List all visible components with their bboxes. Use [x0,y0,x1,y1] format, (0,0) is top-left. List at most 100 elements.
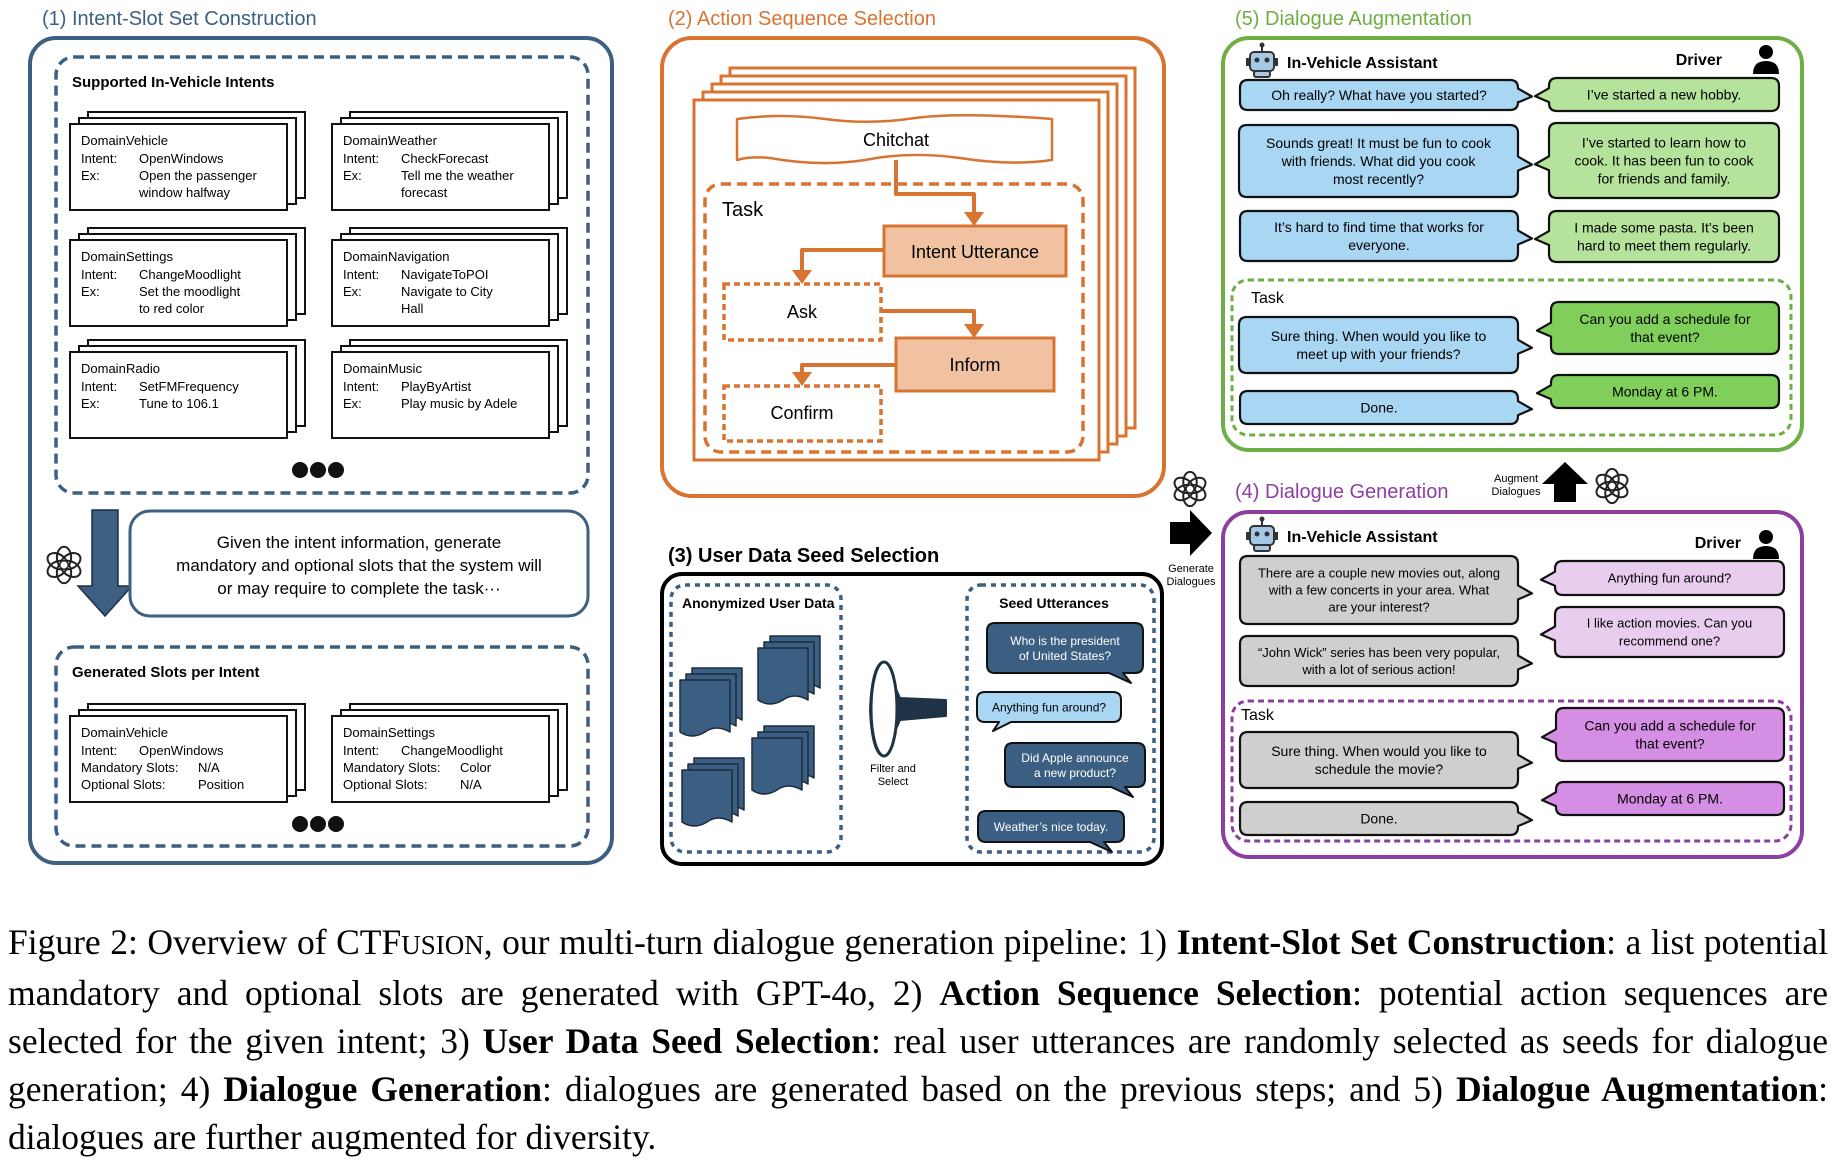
augment-dialogues-label: Dialogues [1492,486,1541,498]
intent-example-value: Play music by Adele [401,396,517,411]
arrow-head [792,372,812,386]
caption-name-rest: USION [401,930,484,960]
inform-box [894,336,1056,393]
caption-name-c: CTF [336,922,402,962]
bubble-text: Done. [1360,811,1397,827]
driver-bubble [1533,76,1781,113]
driver-label: Driver [1676,52,1722,69]
intent-card [331,123,550,211]
driver-bubble [1539,605,1786,659]
bubble-text: with a lot of serious action! [1301,662,1455,677]
intent-name-key: Intent: [343,267,379,282]
filter-select-label: Select [878,776,909,788]
slot-domain-key: Domain: [81,725,129,740]
bubble-text: everyone. [1348,237,1409,253]
robot-icon [1246,42,1278,78]
seed-bubble [1004,742,1146,798]
bubble-text: Monday at 6 PM. [1617,791,1723,807]
bubble-text: schedule the movie? [1315,761,1444,777]
section-title-3: (3) User Data Seed Selection [668,545,939,567]
down-arrow [76,509,134,618]
intent-domain-value: Weather [388,133,438,148]
inform-to-confirm-connector [800,363,896,374]
intent-example-value: forecast [401,185,448,200]
driver-label: Driver [1695,535,1741,552]
intent-example-value: Hall [401,301,424,316]
bubble-text: cook. It has been fun to cook [1574,153,1754,169]
chitchat-to-intent-connector [894,160,976,214]
figure-caption: Figure 2: Overview of CTFUSION, our mult… [8,918,1828,1161]
bubble-text: There are a couple new movies out, along [1258,566,1500,581]
generate-dialogues-label: Generate [1168,563,1214,575]
intent-example-value: Open the passenger [139,168,257,183]
person-icon [1753,45,1779,74]
bubble-text: Monday at 6 PM. [1612,384,1718,400]
intent-to-ask-connector [800,248,884,272]
generate-arrow [1170,510,1212,556]
section-title-5: (5) Dialogue Augmentation [1235,8,1472,30]
seed-text: Who is the president [1010,634,1120,648]
bubble-text: I’ve started to learn how to [1582,135,1746,151]
caption-prefix: Figure 2: Overview of [8,922,337,962]
openai-logo-icon [46,545,82,585]
intent-example-value: Navigate to City [401,284,493,299]
document-stack-icon [681,769,733,827]
arrow-head [964,324,984,338]
caption-b3: User Data Seed Selection [482,1021,871,1061]
seed-text: a new product? [1034,766,1116,780]
intent-example-value: Tune to 106.1 [139,396,219,411]
ellipsis-dot [310,462,326,478]
seed-text: Weather’s nice today. [994,820,1109,834]
arrow-head [964,212,984,226]
intent-example-key: Ex: [343,284,362,299]
bubble-text: Oh really? What have you started? [1271,87,1487,103]
generate-dialogues-label: Dialogues [1167,576,1216,588]
caption-b1: Intent-Slot Set Construction [1176,922,1607,962]
intent-domain-key: Domain: [81,361,129,376]
bubble-text: hard to meet them regularly. [1577,238,1751,254]
caption-t4: : real user utterances are randomly sele… [8,1021,1828,1109]
ellipsis-dot [310,816,326,832]
ellipsis-dot [292,462,308,478]
caption-t2: : a list potential mandatory and optiona… [8,922,1828,1013]
slot-domain-value: Vehicle [126,725,168,740]
intent-name-value: PlayByArtist [401,379,471,394]
document-stack-icon [757,647,809,705]
intent-name-key: Intent: [81,151,117,166]
slot-card [331,715,550,803]
slot-optional-value: Position [198,777,244,792]
section-title-1: (1) Intent-Slot Set Construction [42,8,317,30]
section-title-2: (2) Action Sequence Selection [668,8,936,30]
assistant-bubble [1238,800,1534,837]
slot-mandatory-key: Mandatory Slots: [81,760,179,775]
anonymized-data-box [669,583,843,854]
bubble-text: Can you add a schedule for [1584,718,1756,734]
chitchat-box [735,114,1054,165]
caption-t1: , our multi-turn dialogue generation pip… [483,922,1177,962]
intent-card [69,239,288,327]
driver-bubble [1539,559,1786,597]
prompt-box [128,509,590,618]
intent-domain-key: Domain: [81,133,129,148]
slot-optional-key: Optional Slots: [343,777,428,792]
intent-card [69,123,288,211]
generated-slots-label: Generated Slots per Intent [72,664,260,681]
robot-icon [1246,516,1278,552]
intent-domain-value: Vehicle [126,133,168,148]
document-stack-icon [679,679,731,737]
assistant-bubble [1238,634,1534,688]
seed-bubble [977,810,1125,853]
bubble-text: with friends. What did you cook [1281,153,1477,169]
slot-optional-value: N/A [460,777,482,792]
assistant-bubble [1238,389,1534,426]
assistant-label: In-Vehicle Assistant [1287,529,1438,546]
intent-name-value: ChangeMoodlight [139,267,241,282]
slot-intent-key: Intent: [343,743,379,758]
chitchat-label: Chitchat [863,130,929,150]
driver-bubble [1540,780,1786,817]
slot-mandatory-key: Mandatory Slots: [343,760,441,775]
bubble-text: I made some pasta. It’s been [1574,220,1754,236]
bubble-text: Anything fun around? [1608,571,1732,586]
driver-bubble [1535,300,1781,356]
intent-utterance-label: Intent Utterance [911,242,1039,262]
